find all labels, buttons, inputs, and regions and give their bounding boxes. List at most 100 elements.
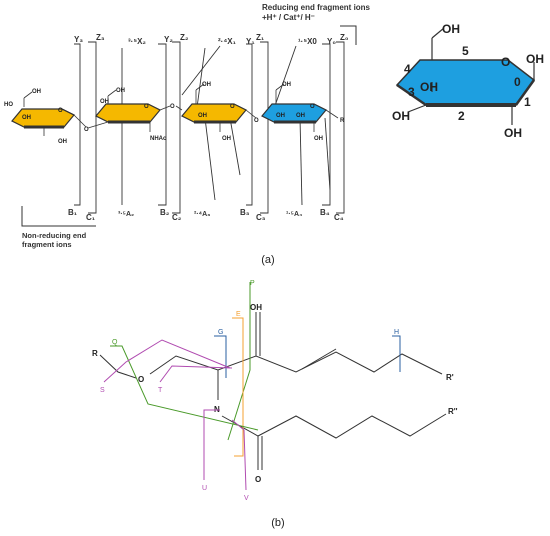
label-b2: B₂ (160, 208, 170, 217)
label-b1: B₁ (68, 208, 78, 217)
ring4-oh-bottom: OH (314, 136, 323, 142)
ring4-oh-mid: OH (276, 113, 285, 119)
sugar-ring-4: OH OH OH OH R O (261, 82, 345, 142)
cleavage-label-t: T (158, 387, 163, 394)
ring1-oh-bottom: OH (58, 139, 67, 145)
ring3-oh-bottom: OH (222, 136, 231, 142)
top-cleavage-labels: Y₃ Z₃ ³·⁵X₂ Y₂ Z₂ ²·⁴X₁ Z₁ Y₁ ¹·⁵X0 Z₀ Y… (74, 33, 349, 46)
ring2-oh-top: OH (116, 88, 125, 94)
glycosidic-o-2: O (170, 104, 175, 110)
ring3-ring-o: O (230, 104, 235, 110)
glycosidic-o-1: O (84, 127, 89, 133)
ref-oh-c3: OH (420, 80, 438, 94)
cleavage-t (159, 365, 233, 383)
ring3-oh-mid: OH (198, 113, 207, 119)
atom-o: O (138, 375, 144, 384)
ring3-oh-top: OH (202, 82, 211, 88)
non-reducing-bracket (21, 206, 96, 227)
label-y2: Y₂ (164, 35, 173, 44)
ring1-ring-o: O (58, 108, 63, 114)
label-24a3: ²·⁴A₃ (194, 211, 210, 218)
ring1-oh-top: OH (32, 89, 41, 95)
ring4-ring-o: O (310, 104, 315, 110)
label-z3: Z₃ (96, 33, 105, 42)
sugar-ring-2: OH OH NHAc O O (87, 88, 175, 142)
cleavage-label-u: U (202, 485, 207, 492)
cleavage-label-p: P (250, 280, 255, 287)
glycosidic-o-3: O (254, 118, 259, 124)
cleavage-label-h: H (394, 329, 399, 336)
sugar-ring-1: OH OH HO OH O O (4, 89, 89, 145)
cleavage-h (392, 335, 401, 372)
label-c1: C₁ (86, 213, 96, 222)
label-y3: Y₃ (74, 35, 83, 44)
non-reducing-title: Non-reducing end (22, 231, 87, 240)
label-z2: Z₂ (180, 33, 189, 42)
atom-o-carbonyl: O (255, 475, 261, 484)
ring1-ho-left: HO (4, 102, 13, 108)
ring4-oh-mid2: OH (296, 113, 305, 119)
ref-number-2: 2 (458, 109, 465, 123)
ref-ring-o: O (501, 55, 510, 69)
label-c2: C₂ (172, 213, 182, 222)
cleavage-label-q: Q (112, 339, 118, 346)
cleavage-g (214, 335, 227, 378)
ref-oh-bottom: OH (504, 126, 522, 140)
non-reducing-subtitle: fragment ions (22, 240, 72, 249)
bottom-cleavage-labels: B₁ C₁ ³·⁵A₂ B₂ C₂ ²·⁴A₃ B₃ C₃ ¹·⁵A₄ B₄ C… (68, 208, 344, 222)
ref-oh-top: OH (442, 22, 460, 36)
cleavage-u (203, 409, 220, 480)
atom-oh: OH (250, 303, 262, 312)
label-15a4: ¹·⁵A₄ (286, 211, 302, 218)
cleavage-label-s: S (100, 387, 105, 394)
ref-number-3: 3 (408, 85, 415, 99)
cleavage-label-v: V (244, 495, 249, 502)
lipid-skeleton (99, 312, 447, 470)
ring2-nhac: NHAc (150, 136, 167, 142)
label-35a2: ³·⁵A₂ (118, 211, 134, 218)
reducing-end-title: Reducing end fragment ions (262, 3, 371, 12)
cleavage-label-e: E (236, 311, 241, 318)
reducing-end-bracket (340, 25, 357, 45)
cleavage-s (103, 339, 231, 383)
cleavage-v (231, 419, 247, 491)
ref-number-1: 1 (524, 95, 531, 109)
caption-b: (b) (271, 517, 284, 529)
cleavage-brackets (74, 41, 345, 214)
cleavage-label-g: G (218, 329, 223, 336)
cleavage-q (110, 345, 259, 431)
panel-b: R O N OH O R' R'' P E G H Q S T U V (b) (92, 280, 458, 529)
atom-r: R (92, 349, 98, 358)
caption-a: (a) (261, 254, 274, 266)
atom-r-prime: R' (446, 373, 454, 382)
ref-oh-right: OH (526, 52, 544, 66)
sugar-ring-3: OH OH OH O O (175, 82, 259, 142)
label-24x1: ²·⁴X₁ (218, 37, 237, 46)
cleavage-p (227, 282, 251, 441)
label-c3: C₃ (256, 213, 266, 222)
atom-r-double-prime: R'' (448, 407, 458, 416)
ref-number-5: 5 (462, 44, 469, 58)
label-z0: Z₀ (340, 33, 349, 42)
ref-oh-left: OH (392, 109, 410, 123)
label-35x2: ³·⁵X₂ (128, 37, 146, 46)
label-15x0: ¹·⁵X0 (298, 37, 317, 46)
ring2-ring-o: O (144, 104, 149, 110)
label-z1: Z₁ (256, 33, 265, 42)
label-b3: B₃ (240, 208, 250, 217)
ref-number-4: 4 (404, 62, 411, 76)
reference-ring: OH OH OH OH OH O 0 1 2 3 4 5 (392, 22, 544, 140)
cleavage-markers (103, 282, 401, 491)
panel-a: Reducing end fragment ions +H⁺ / Cat⁺/ H… (4, 3, 544, 266)
label-c4: C₄ (334, 213, 344, 222)
ring4-r: R (340, 118, 345, 124)
ring2-oh-left: OH (100, 99, 109, 105)
cleavage-e (232, 317, 244, 457)
label-y1: Y₁ (246, 37, 255, 46)
label-y0: Y₀ (327, 37, 336, 46)
ring1-oh-mid: OH (22, 115, 31, 121)
ring4-oh-top: OH (282, 82, 291, 88)
ref-number-0: 0 (514, 75, 521, 89)
label-b4: B₄ (320, 208, 330, 217)
